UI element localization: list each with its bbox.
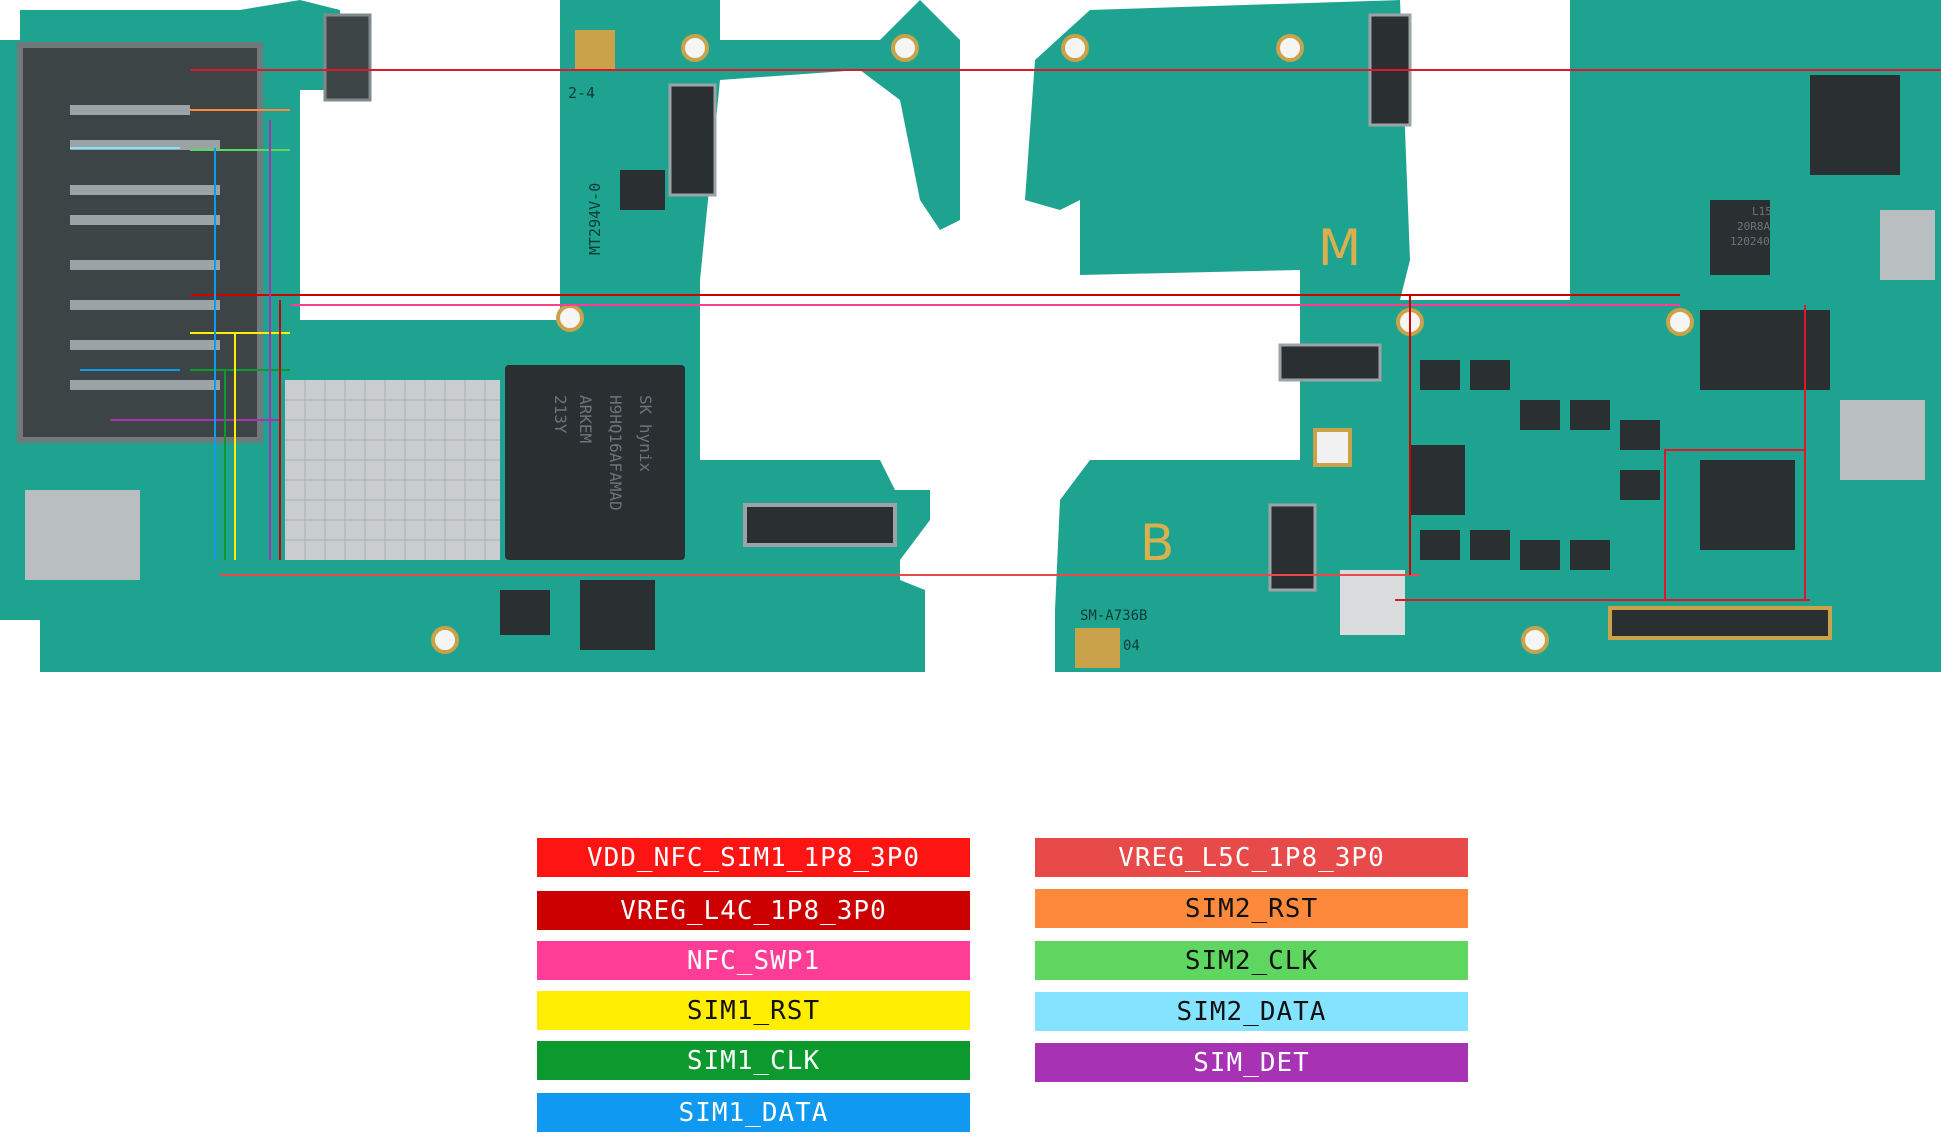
- top-sensor: [323, 13, 372, 102]
- legend-label: SIM_DET: [1193, 1047, 1310, 1078]
- right-led: [1313, 428, 1352, 467]
- left-rf-shield: [25, 490, 140, 580]
- memory-chip: [505, 365, 685, 560]
- mount-hole-9: [1521, 626, 1549, 654]
- right-ic-3: [1700, 310, 1830, 390]
- board-marking-2-4: 2-4: [568, 84, 595, 102]
- legend-item-sim2-data: SIM2_DATA: [1035, 992, 1468, 1031]
- chip-maker-label: SK hynix: [636, 395, 655, 472]
- memory-chip-marking: SK hynix H9HQ16AFAMAD ARKEM 213Y: [551, 395, 655, 511]
- board-model-label: SM-A736B: [1080, 608, 1147, 624]
- mount-hole-4: [891, 34, 919, 62]
- mount-hole-6: [1276, 34, 1304, 62]
- legend-label: SIM2_CLK: [1184, 945, 1319, 976]
- ic-marking-2: 20R8A: [1737, 220, 1770, 233]
- board-marking-m: M: [1318, 219, 1361, 277]
- signal-traces: [70, 69, 1941, 601]
- small-ic-1: [580, 580, 655, 650]
- legend-item-vreg-l5c: VREG_L5C_1P8_3P0: [1035, 838, 1468, 877]
- left-connector: [743, 503, 897, 547]
- legend-label: SIM2_DATA: [1176, 996, 1327, 1027]
- right-component-field: [1420, 360, 1660, 570]
- legend-label: VREG_L4C_1P8_3P0: [620, 895, 887, 926]
- right-ic-1: [1810, 75, 1900, 175]
- chip-part-label: H9HQ16AFAMAD: [606, 395, 625, 511]
- board-revision-label: 04: [1123, 638, 1140, 654]
- ic-marking-1: L15: [1752, 205, 1772, 218]
- left-board: SK hynix H9HQ16AFAMAD ARKEM 213Y 2-4 MT2…: [0, 0, 960, 672]
- right-board: M B SM-A736B 04 L15 20R8A 120240: [1025, 0, 1941, 672]
- board-marking-b: B: [1140, 514, 1174, 572]
- trace-box-right: [1664, 449, 1806, 601]
- soc-shield: [285, 380, 500, 560]
- legend-item-sim1-clk: SIM1_CLK: [537, 1041, 970, 1080]
- legend-label: SIM2_RST: [1184, 893, 1319, 924]
- legend-label: VDD_NFC_SIM1_1P8_3P0: [586, 842, 921, 873]
- legend-label: SIM1_RST: [686, 995, 821, 1026]
- legend-item-vreg-l4c: VREG_L4C_1P8_3P0: [537, 891, 970, 930]
- chip-lot-label: ARKEM: [576, 395, 595, 443]
- ic-marking-3: 120240: [1730, 235, 1770, 248]
- mount-hole-8: [1666, 308, 1694, 336]
- legend-item-sim1-rst: SIM1_RST: [537, 991, 970, 1030]
- small-ic-2: [500, 590, 550, 635]
- sim-tray-slots: [70, 105, 220, 390]
- right-shield-1: [1840, 400, 1925, 480]
- upper-connector-left: [668, 83, 717, 197]
- legend-item-sim1-data: SIM1_DATA: [537, 1093, 970, 1132]
- legend-item-sim2-rst: SIM2_RST: [1035, 889, 1468, 928]
- mount-hole-2: [556, 304, 584, 332]
- soc-shield-mesh: [285, 380, 500, 560]
- legend-label: SIM1_DATA: [678, 1097, 829, 1128]
- qr-code-right: [1075, 628, 1120, 668]
- legend-label: NFC_SWP1: [686, 945, 821, 976]
- right-ic-4: [1700, 460, 1795, 550]
- legend-label: VREG_L5C_1P8_3P0: [1118, 842, 1385, 873]
- small-ic-3: [620, 170, 665, 210]
- right-shield-2: [1880, 210, 1935, 280]
- pcb-diagram: SK hynix H9HQ16AFAMAD ARKEM 213Y 2-4 MT2…: [0, 0, 1941, 672]
- legend-item-vdd-nfc-sim1: VDD_NFC_SIM1_1P8_3P0: [537, 838, 970, 877]
- chip-date-label: 213Y: [551, 395, 570, 434]
- legend-label: SIM1_CLK: [686, 1045, 821, 1076]
- right-connector-side: [1268, 503, 1317, 592]
- right-connector-bottom: [1608, 606, 1832, 640]
- legend-item-sim2-clk: SIM2_CLK: [1035, 941, 1468, 980]
- mount-hole-3: [431, 626, 459, 654]
- right-ic-2: [1710, 200, 1770, 275]
- right-connector-mid: [1278, 343, 1382, 382]
- mount-hole-1: [681, 34, 709, 62]
- right-pmic-grid: [1340, 570, 1405, 635]
- right-ic-5: [1410, 445, 1465, 515]
- qr-code-left: [575, 30, 615, 70]
- board-marking-mt294: MT294V-0: [586, 183, 604, 255]
- mount-hole-5: [1061, 34, 1089, 62]
- legend-item-sim-det: SIM_DET: [1035, 1043, 1468, 1082]
- legend-item-nfc-swp1: NFC_SWP1: [537, 941, 970, 980]
